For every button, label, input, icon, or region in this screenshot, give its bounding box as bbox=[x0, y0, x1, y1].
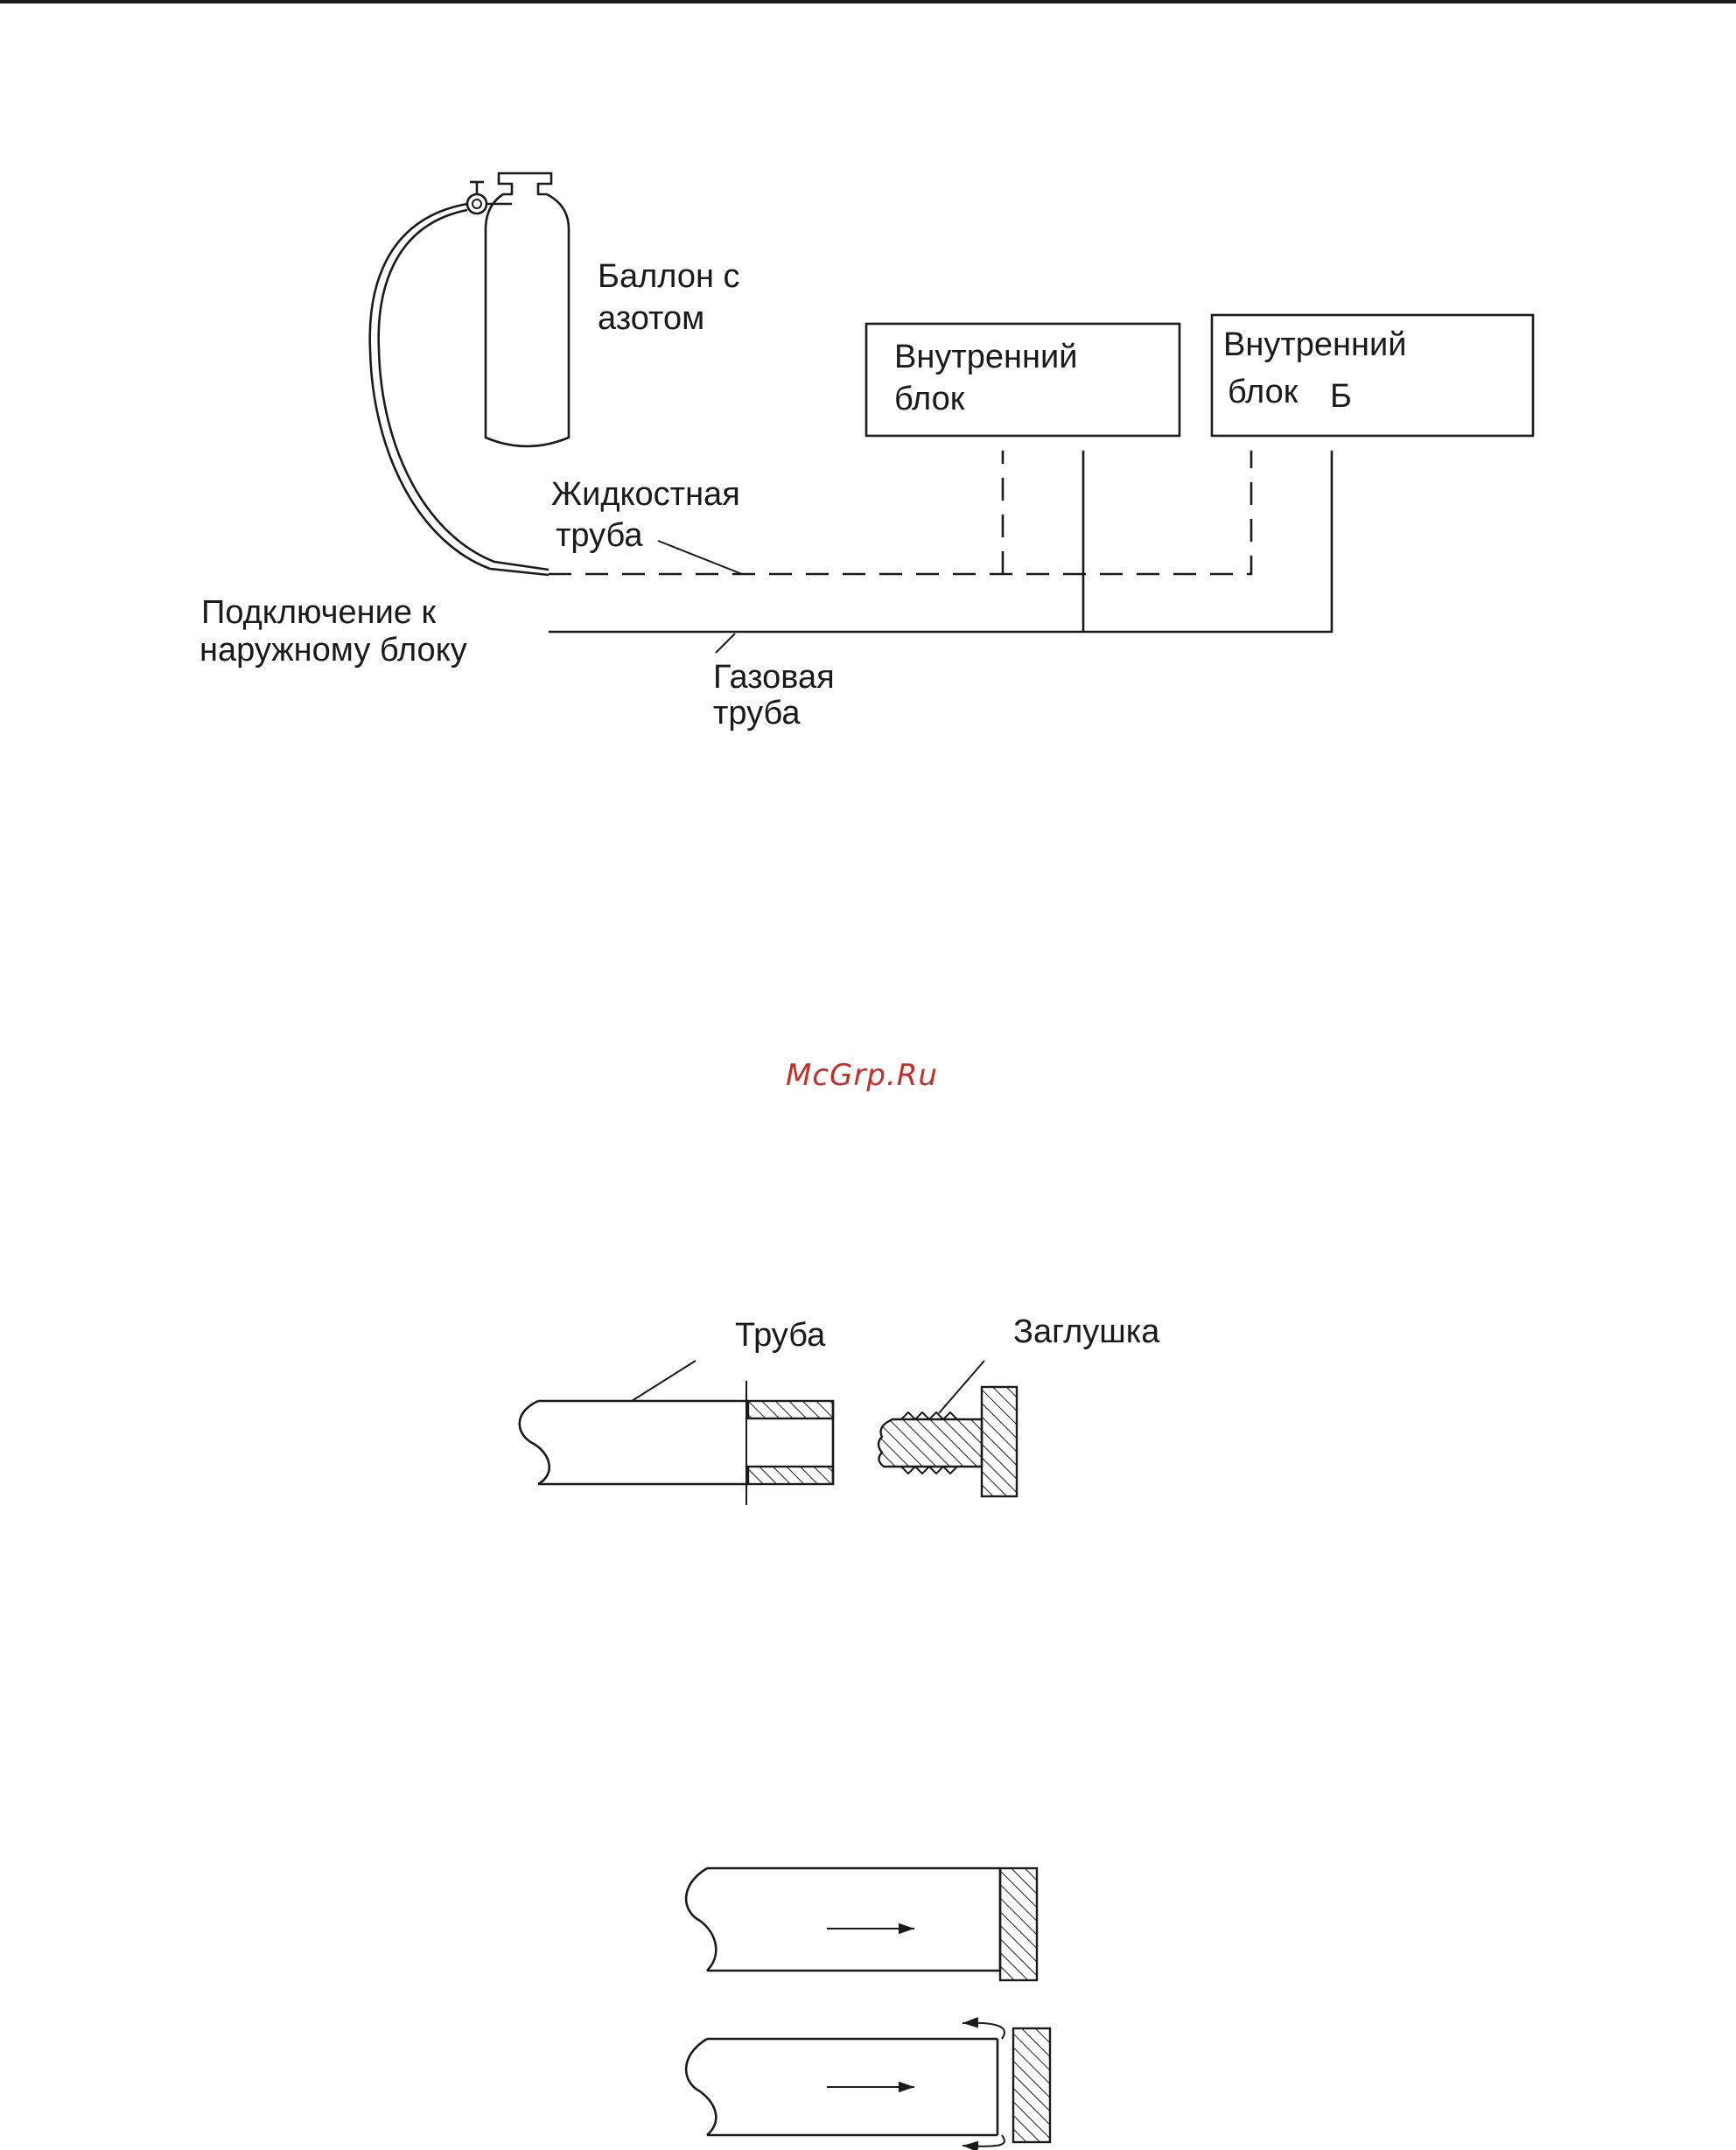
svg-text:Б: Б bbox=[1330, 378, 1352, 415]
outdoor-connection-label: Подключение к наружному блоку bbox=[200, 594, 467, 669]
svg-text:блок: блок bbox=[1228, 374, 1298, 410]
nitrogen-hose bbox=[370, 204, 549, 575]
svg-text:Жидкостная: Жидкостная bbox=[551, 476, 740, 513]
plug-label: Заглушка bbox=[1013, 1313, 1160, 1350]
svg-text:труба: труба bbox=[556, 517, 643, 554]
indoor-unit-a: Внутренний блок bbox=[866, 324, 1180, 436]
svg-text:Внутренний: Внутренний bbox=[1223, 326, 1406, 363]
pipe-against-plug bbox=[686, 1868, 1037, 1980]
svg-text:блок: блок bbox=[894, 381, 965, 417]
nitrogen-cylinder-icon bbox=[467, 173, 569, 446]
svg-text:Газовая: Газовая bbox=[713, 659, 835, 696]
liquid-pipe-label: Жидкостная труба bbox=[551, 476, 740, 554]
pipe-purging bbox=[686, 2023, 1050, 2146]
gas-pipe-label: Газовая труба bbox=[713, 659, 835, 732]
svg-text:Внутренний: Внутренний bbox=[894, 339, 1077, 375]
pipe-section bbox=[520, 1361, 833, 1505]
plug-section bbox=[878, 1361, 1017, 1496]
svg-text:азотом: азотом bbox=[598, 300, 704, 337]
svg-text:труба: труба bbox=[713, 695, 801, 732]
nitrogen-cylinder-label: Баллон с азотом bbox=[598, 258, 740, 337]
svg-text:наружному блоку: наружному блоку bbox=[200, 632, 467, 669]
pipe-label: Труба bbox=[735, 1317, 826, 1354]
watermark: McGrp.Ru bbox=[786, 1058, 938, 1093]
svg-text:Баллон с: Баллон с bbox=[598, 258, 740, 295]
svg-text:Подключение к: Подключение к bbox=[201, 594, 437, 631]
indoor-unit-b: Внутренний блок Б bbox=[1212, 315, 1533, 436]
